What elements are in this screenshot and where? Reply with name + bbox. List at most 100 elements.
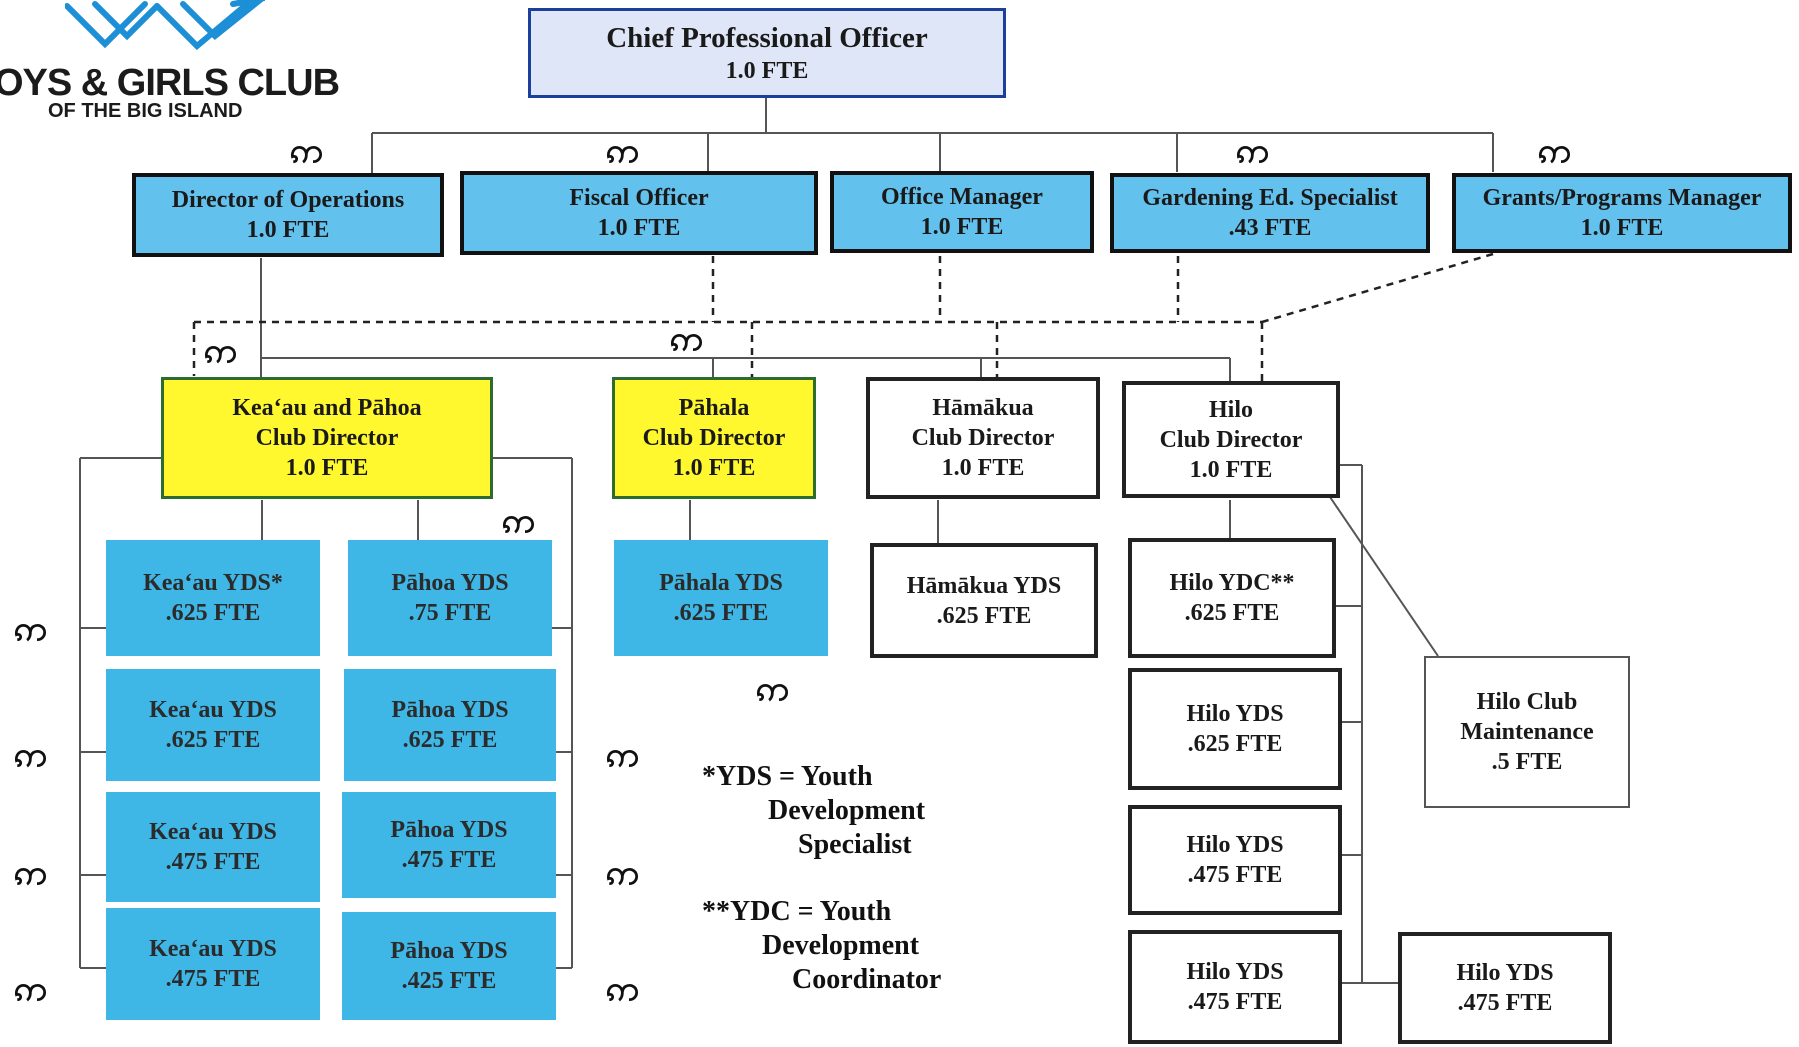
node-fte: .475 FTE bbox=[165, 966, 261, 992]
symbol-mark-icon: ဢ bbox=[756, 669, 790, 709]
legend-yds: *YDS = Youth Development Specialist bbox=[702, 760, 925, 862]
grants-programs-manager-box: Grants/Programs Manager 1.0 FTE bbox=[1452, 173, 1792, 253]
pahoa-yds-box: Pāhoa YDS .625 FTE bbox=[344, 669, 556, 781]
node-title: Pāhoa YDS bbox=[390, 817, 508, 843]
node-title: Kea‘au YDS bbox=[149, 697, 277, 723]
node-fte: .475 FTE bbox=[401, 847, 497, 873]
keaau-yds-box: Kea‘au YDS .475 FTE bbox=[106, 792, 320, 902]
symbol-mark-icon: ဢ bbox=[14, 609, 48, 649]
hilo-ydc-box: Hilo YDC** .625 FTE bbox=[1128, 538, 1336, 658]
node-title: Kea‘au YDS* bbox=[143, 570, 283, 596]
node-title: Office Manager bbox=[881, 184, 1043, 210]
gardening-ed-specialist-box: Gardening Ed. Specialist .43 FTE bbox=[1110, 173, 1430, 253]
keaau-yds-box: Kea‘au YDS* .625 FTE bbox=[106, 540, 320, 656]
node-fte: 1.0 FTE bbox=[920, 214, 1004, 240]
node-fte: 1.0 FTE bbox=[941, 455, 1025, 481]
symbol-mark-icon: ဢ bbox=[670, 319, 704, 359]
node-title: Gardening Ed. Specialist bbox=[1142, 185, 1398, 211]
pahoa-yds-box: Pāhoa YDS .475 FTE bbox=[342, 792, 556, 898]
node-title: Hilo bbox=[1208, 396, 1253, 423]
node-title: Hilo YDS bbox=[1186, 959, 1284, 985]
director-of-operations-box: Director of Operations 1.0 FTE bbox=[132, 173, 444, 257]
node-fte: .625 FTE bbox=[1184, 600, 1280, 626]
node-fte: .625 FTE bbox=[936, 602, 1032, 629]
hilo-yds-box: Hilo YDS .475 FTE bbox=[1128, 930, 1342, 1044]
keaau-yds-box: Kea‘au YDS .625 FTE bbox=[106, 669, 320, 781]
legend-line: Specialist bbox=[798, 829, 912, 860]
symbol-mark-icon: ဢ bbox=[502, 501, 536, 541]
office-manager-box: Office Manager 1.0 FTE bbox=[830, 171, 1094, 253]
legend-line: Coordinator bbox=[792, 964, 942, 995]
node-fte: .43 FTE bbox=[1228, 215, 1312, 241]
node-title: Hilo YDS bbox=[1186, 701, 1284, 727]
symbol-mark-icon: ဢ bbox=[290, 131, 324, 171]
node-fte: 1.0 FTE bbox=[1580, 215, 1664, 241]
node-title: Pāhoa YDS bbox=[390, 938, 508, 964]
symbol-mark-icon: ဢ bbox=[606, 853, 640, 893]
node-title: Hilo YDS bbox=[1186, 832, 1284, 858]
node-title: Chief Professional Officer bbox=[606, 21, 928, 54]
node-title: Hāmākua bbox=[932, 395, 1034, 421]
keaau-pahoa-club-director-box: Kea‘au and Pāhoa Club Director 1.0 FTE bbox=[161, 377, 493, 499]
node-title: Hilo YDC** bbox=[1169, 570, 1295, 596]
symbol-mark-icon: ဢ bbox=[204, 331, 238, 371]
node-fte: 1.0 FTE bbox=[246, 217, 330, 243]
symbol-mark-icon: ဢ bbox=[606, 735, 640, 775]
node-title: Kea‘au YDS bbox=[149, 936, 277, 962]
symbol-mark-icon: ဢ bbox=[14, 735, 48, 775]
logo-mark-icon bbox=[65, 0, 265, 50]
node-title: Club Director bbox=[642, 425, 786, 451]
node-title: Pāhoa YDS bbox=[391, 697, 509, 723]
node-fte: .75 FTE bbox=[408, 600, 492, 626]
pahoa-yds-box: Pāhoa YDS .75 FTE bbox=[348, 540, 552, 656]
node-title: Hilo YDS bbox=[1456, 960, 1554, 986]
node-title: Club Director bbox=[911, 425, 1055, 451]
logo-wordmark: OYS & GIRLS CLUB bbox=[0, 62, 340, 104]
node-fte: .425 FTE bbox=[401, 968, 497, 994]
hamakua-yds-box: Hāmākua YDS .625 FTE bbox=[870, 543, 1098, 658]
symbol-mark-icon: ဢ bbox=[1236, 131, 1270, 171]
node-fte: .475 FTE bbox=[165, 849, 261, 875]
symbol-mark-icon: ဢ bbox=[14, 853, 48, 893]
legend-line: Development bbox=[768, 795, 926, 826]
node-fte: .475 FTE bbox=[1187, 862, 1283, 888]
node-title: Director of Operations bbox=[171, 187, 405, 213]
pahala-club-director-box: Pāhala Club Director 1.0 FTE bbox=[612, 377, 816, 499]
legend-line: *YDS = Youth bbox=[702, 761, 873, 792]
node-fte: 1.0 FTE bbox=[597, 215, 681, 241]
hilo-yds-box: Hilo YDS .475 FTE bbox=[1128, 805, 1342, 915]
node-fte: 1.0 FTE bbox=[725, 58, 809, 85]
node-title: Pāhala YDS bbox=[659, 570, 783, 596]
node-fte: .625 FTE bbox=[1187, 731, 1283, 757]
node-fte: .625 FTE bbox=[165, 727, 261, 753]
hilo-club-maintenance-box: Hilo Club Maintenance .5 FTE bbox=[1424, 656, 1630, 808]
node-fte: 1.0 FTE bbox=[672, 455, 756, 481]
node-title: Pāhala bbox=[678, 395, 750, 421]
node-fte: 1.0 FTE bbox=[285, 455, 369, 481]
node-title: Fiscal Officer bbox=[569, 185, 709, 211]
node-fte: .475 FTE bbox=[1457, 990, 1553, 1016]
node-title: Hāmākua YDS bbox=[906, 572, 1062, 599]
pahoa-yds-box: Pāhoa YDS .425 FTE bbox=[342, 912, 556, 1020]
node-title: Kea‘au YDS bbox=[149, 819, 277, 845]
club-logo: OYS & GIRLS CLUB OF THE BIG ISLAND bbox=[0, 0, 340, 125]
logo-subtitle: OF THE BIG ISLAND bbox=[48, 100, 243, 122]
legend-line: Development bbox=[762, 930, 920, 961]
node-fte: .625 FTE bbox=[673, 600, 769, 626]
fiscal-officer-box: Fiscal Officer 1.0 FTE bbox=[460, 171, 818, 255]
node-fte: 1.0 FTE bbox=[1189, 456, 1273, 483]
node-fte: .625 FTE bbox=[402, 727, 498, 753]
hamakua-club-director-box: Hāmākua Club Director 1.0 FTE bbox=[866, 377, 1100, 499]
symbol-mark-icon: ဢ bbox=[1538, 131, 1572, 171]
node-fte: .5 FTE bbox=[1491, 749, 1563, 775]
node-fte: .475 FTE bbox=[1187, 989, 1283, 1015]
node-title: Maintenance bbox=[1460, 719, 1594, 745]
hilo-yds-extra-box: Hilo YDS .475 FTE bbox=[1398, 932, 1612, 1044]
node-title: Kea‘au and Pāhoa bbox=[232, 395, 422, 421]
node-title: Hilo Club bbox=[1476, 689, 1578, 715]
pahala-yds-box: Pāhala YDS .625 FTE bbox=[614, 540, 828, 656]
hilo-yds-box: Hilo YDS .625 FTE bbox=[1128, 668, 1342, 790]
symbol-mark-icon: ဢ bbox=[14, 969, 48, 1009]
